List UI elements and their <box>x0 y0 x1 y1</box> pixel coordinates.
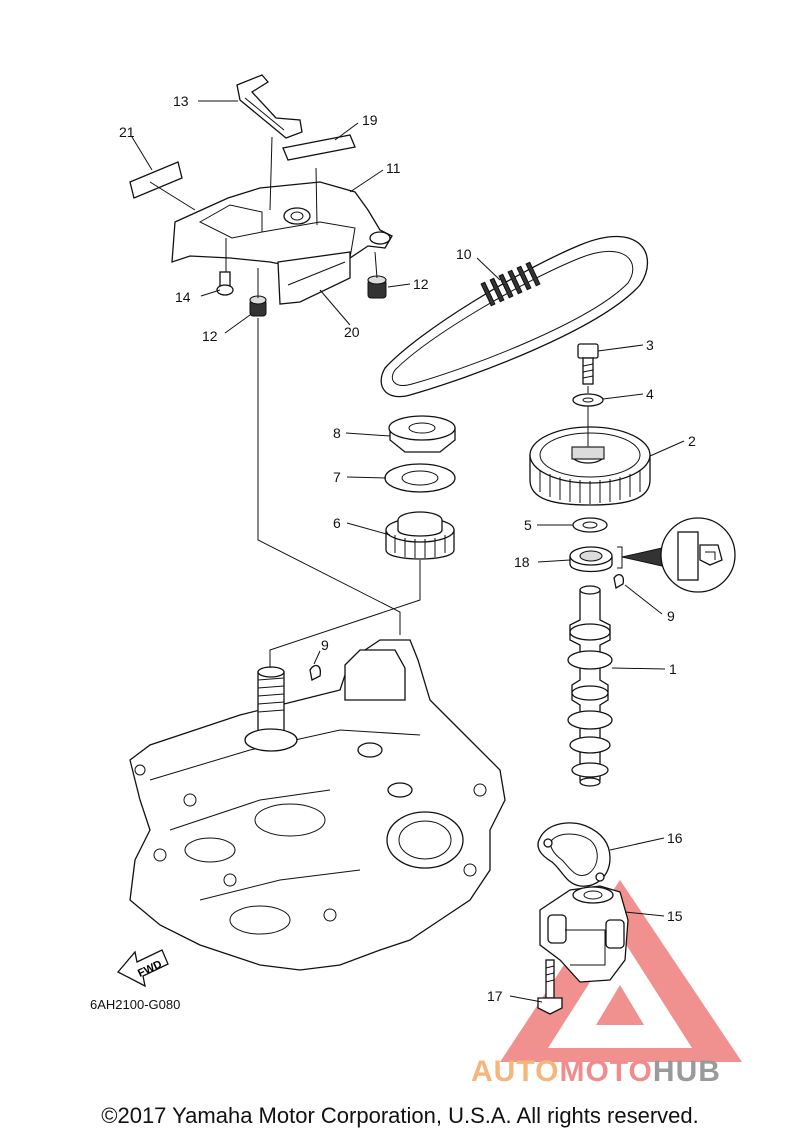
watermark-triangle <box>500 880 742 1062</box>
watermark-text: AUTOMOTOHUB <box>471 1055 721 1089</box>
callout-5: 5 <box>524 517 532 533</box>
part-11-cover <box>171 181 393 305</box>
callout-10: 10 <box>456 246 472 262</box>
watermark-text-auto: AUTO <box>471 1055 560 1088</box>
part-5-washer <box>572 517 608 533</box>
callout-21: 21 <box>119 124 135 140</box>
part-9-key-crankshaft <box>309 664 321 681</box>
part-9-key-camshaft <box>613 573 624 590</box>
callout-16: 16 <box>667 830 683 846</box>
callout-14: 14 <box>175 289 191 305</box>
callout-19: 19 <box>362 112 378 128</box>
assembly-guide-lines <box>149 136 589 668</box>
callout-17: 17 <box>487 988 503 1004</box>
callout-13: 13 <box>173 93 189 109</box>
callout-1: 1 <box>669 661 677 677</box>
part-21-label <box>129 161 183 199</box>
pulley-teeth <box>539 470 641 504</box>
part-18-oil-seal <box>569 546 613 573</box>
callout-9-crankshaft: 9 <box>321 637 329 653</box>
callout-15: 15 <box>667 908 683 924</box>
callout-3: 3 <box>646 337 654 353</box>
callout-9-camshaft: 9 <box>667 608 675 624</box>
part-12-grommet-left <box>249 295 267 317</box>
part-6-driven-gear <box>385 511 455 560</box>
callout-12-left: 12 <box>202 328 218 344</box>
part-8-nut <box>388 415 456 453</box>
part-4-washer <box>572 393 604 407</box>
part-10-timing-belt <box>380 235 649 398</box>
watermark-text-moto: MOTO <box>559 1055 653 1088</box>
part-13-hose <box>236 74 303 139</box>
callout-7: 7 <box>333 469 341 485</box>
part-17-bolt <box>537 959 563 1015</box>
part-2-camshaft-pulley <box>529 426 651 506</box>
callout-12-right: 12 <box>413 276 429 292</box>
callout-20: 20 <box>344 324 360 340</box>
oil-seal-detail-bubble <box>617 517 736 593</box>
callout-4: 4 <box>646 386 654 402</box>
copyright-notice: ©2017 Yamaha Motor Corporation, U.S.A. A… <box>101 1103 699 1128</box>
part-15-oil-pump <box>539 885 629 983</box>
part-7-washer <box>384 463 456 493</box>
callout-2: 2 <box>688 433 696 449</box>
callout-6: 6 <box>333 515 341 531</box>
callout-18: 18 <box>514 554 530 570</box>
callout-11: 11 <box>386 160 401 176</box>
diagram-code: 6AH2100-G080 <box>90 997 181 1012</box>
callout-numbers: 13 19 21 11 10 12 14 12 20 3 4 2 8 7 6 5… <box>119 93 696 1004</box>
part-16-gasket <box>537 822 611 887</box>
part-1-camshaft <box>567 585 613 787</box>
fwd-arrow: FWD <box>116 949 169 988</box>
part-12-grommet-right <box>367 275 387 299</box>
belt-teeth <box>480 261 541 307</box>
part-14-bolt <box>216 271 234 296</box>
part-3-bolt <box>577 343 599 385</box>
watermark-text-hub: HUB <box>652 1055 721 1088</box>
leader-lines <box>131 100 685 1003</box>
cylinder-block <box>129 639 506 971</box>
callout-8: 8 <box>333 425 341 441</box>
part-19-label <box>282 134 356 161</box>
